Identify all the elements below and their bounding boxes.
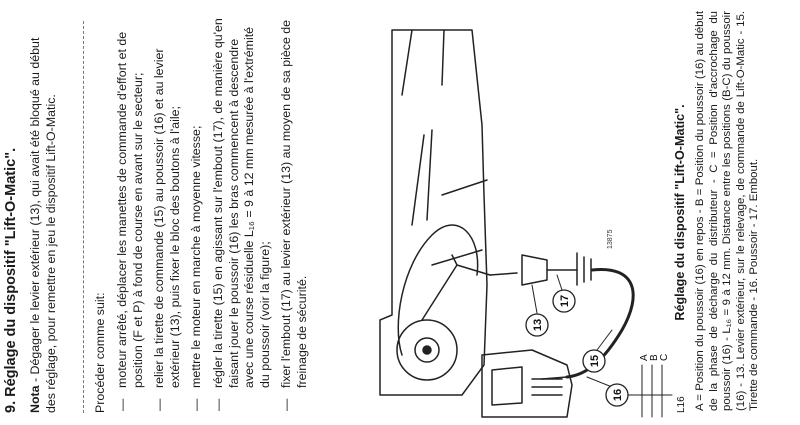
dimension-lines [641, 364, 663, 418]
lift-hub [414, 337, 440, 363]
caption-title: Réglage du dispositif "Lift-O-Matic". [673, 104, 687, 321]
note-text: - Dégager le levier extérieur (13), qui … [28, 37, 58, 413]
section-title: 9. Réglage du dispositif "Lift-O-Matic". [3, 147, 19, 413]
step-dash: — [279, 398, 294, 411]
lift-disc [396, 319, 458, 381]
lift-o-matic-diagram: 13 17 15 16 A B C L16 13875 [372, 0, 690, 425]
step-dash: — [189, 398, 204, 411]
procedure-step: — mettre le moteur en marche à moyenne vi… [189, 18, 205, 413]
lift-housing [379, 29, 488, 396]
callout-circle-13 [525, 313, 549, 337]
note-label: Nota [28, 385, 42, 413]
callout-16: 16 [612, 389, 624, 401]
leader-17 [556, 274, 563, 291]
callout-circle-17 [552, 289, 576, 313]
linkage-rods [411, 129, 488, 266]
housing-ribs [401, 29, 445, 96]
callout-15: 15 [589, 355, 601, 367]
drawing-number: 13875 [607, 229, 614, 249]
point-label-c: C [659, 354, 670, 361]
procedure-step: — régler la tirette (15) en agissant sur … [211, 18, 273, 413]
caption-text: A = Position du poussoir (16) en repos -… [694, 11, 760, 411]
diagram-drawing: 13 17 15 16 A B C L16 13875 [379, 29, 687, 418]
procedure-step: — fixer l'embout (17) au levier extérieur… [279, 18, 310, 413]
lift-hub-pin [422, 345, 432, 355]
procedure-step: — moteur arrêté, déplacer les manettes de… [115, 18, 146, 413]
step-text: mettre le moteur en marche à moyenne vit… [189, 125, 204, 388]
step-text: relier la tirette de commande (15) au po… [152, 48, 182, 388]
procedure-steps: — moteur arrêté, déplacer les manettes de… [115, 18, 317, 413]
button-block-inner [491, 366, 523, 406]
step-text: fixer l'embout (17) au levier extérieur … [279, 19, 309, 388]
step-text: moteur arrêté, déplacer les manettes de … [115, 31, 145, 388]
step-dash: — [210, 398, 225, 411]
leader-13 [531, 284, 538, 314]
end-piece-link [489, 272, 518, 276]
leader-16 [586, 376, 613, 388]
end-piece-block [521, 254, 548, 286]
button-block [481, 349, 573, 418]
step-dash: — [115, 398, 129, 411]
callout-13: 13 [532, 319, 544, 331]
callout-17: 17 [559, 295, 571, 307]
point-label-a: A [639, 354, 650, 361]
step-text: régler la tirette (15) en agissant sur l… [210, 18, 272, 388]
dashed-separator [83, 21, 84, 413]
point-label-b: B [649, 354, 660, 361]
note-paragraph: Nota - Dégager le levier extérieur (13),… [28, 18, 59, 413]
procedure-intro: Procéder comme suit: [93, 292, 107, 413]
callout-circle-15 [582, 349, 606, 373]
procedure-step: — relier la tirette de commande (15) au p… [152, 18, 183, 413]
thread-lines [576, 252, 592, 286]
leader-15 [596, 329, 613, 351]
housing-curve [397, 224, 479, 356]
callout-circle-16 [605, 383, 629, 407]
control-cable [565, 267, 635, 379]
button-pins [531, 378, 563, 396]
step-dash: — [152, 398, 167, 411]
dimension-label: L16 [676, 396, 687, 413]
